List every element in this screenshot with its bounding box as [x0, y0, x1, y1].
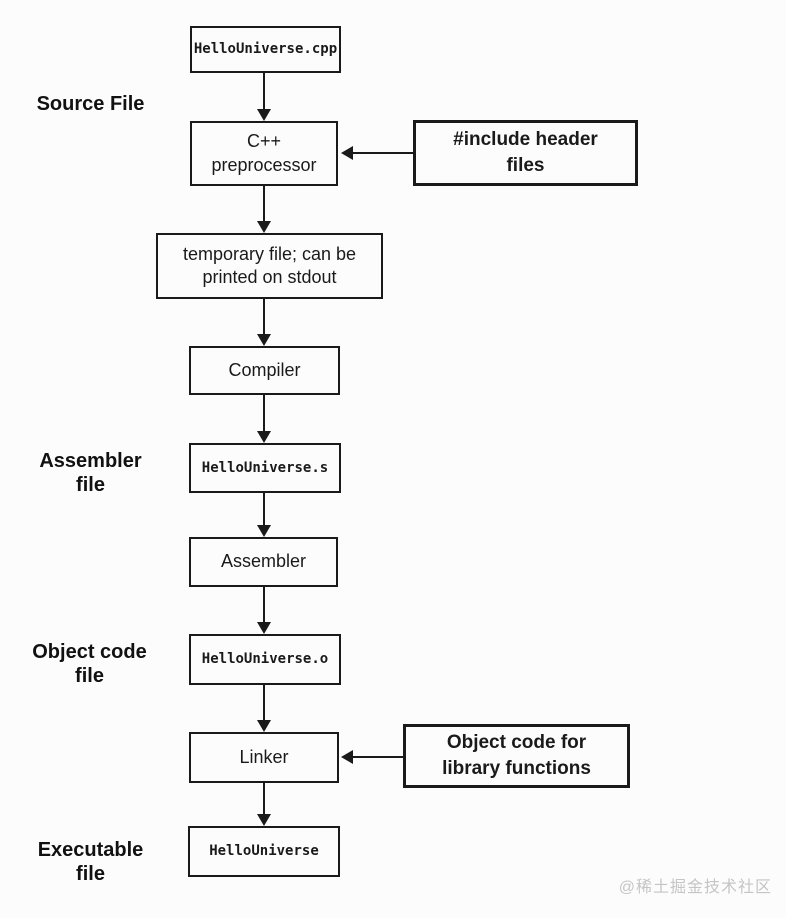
node-hellouniverse-o: HelloUniverse.o: [189, 634, 341, 685]
arrow-preprocessor-to-tempfile: [257, 186, 271, 233]
arrow-linker-to-executable: [257, 783, 271, 826]
annotation-include-header-files: #include header files: [413, 120, 638, 186]
arrow-assembler-to-ofile: [257, 587, 271, 634]
arrow-ofile-to-linker: [257, 685, 271, 732]
arrow-cpp-to-preprocessor: [257, 73, 271, 121]
label-executable-file: Executable file: [37, 839, 144, 885]
annotation-object-code-library: Object code for library functions: [403, 724, 630, 788]
node-cpp-preprocessor: C++ preprocessor: [190, 121, 338, 186]
node-linker: Linker: [189, 732, 339, 783]
node-hellouniverse-executable: HelloUniverse: [188, 826, 340, 877]
arrow-compiler-to-sfile: [257, 395, 271, 443]
node-hellouniverse-s: HelloUniverse.s: [189, 443, 341, 493]
label-object-code-file: Object code file: [32, 641, 147, 687]
node-assembler: Assembler: [189, 537, 338, 587]
watermark-text: @稀土掘金技术社区: [618, 879, 772, 896]
label-source-file: Source File: [36, 93, 145, 115]
label-assembler-file: Assembler file: [39, 450, 142, 496]
node-hellouniverse-cpp: HelloUniverse.cpp: [190, 26, 341, 73]
arrow-include-to-preprocessor: [341, 146, 413, 160]
arrow-tempfile-to-compiler: [257, 299, 271, 346]
node-temporary-file: temporary file; can be printed on stdout: [156, 233, 383, 299]
arrow-sfile-to-assembler: [257, 493, 271, 537]
arrow-libraries-to-linker: [341, 750, 403, 764]
node-compiler: Compiler: [189, 346, 340, 395]
